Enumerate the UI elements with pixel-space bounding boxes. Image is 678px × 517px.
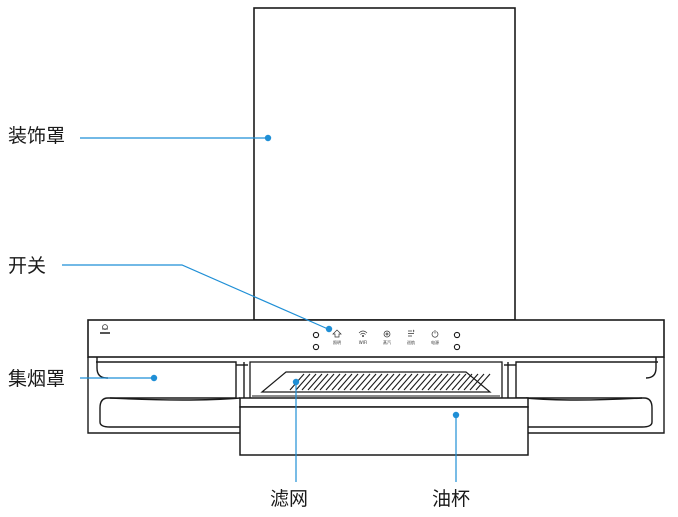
cruise-icon	[408, 329, 415, 337]
panel-label-wifi: WIFI	[359, 340, 368, 345]
leader-switch	[62, 264, 329, 330]
label-switch: 开关	[8, 255, 47, 277]
leader-dot-switch	[325, 325, 333, 333]
panel-button-cruise[interactable]: 巡航	[407, 329, 415, 345]
label-filter: 滤网	[270, 488, 309, 510]
panel-button-power[interactable]: 电源	[431, 330, 439, 345]
leader-dot-filter	[292, 378, 300, 386]
leader-lines	[62, 137, 457, 482]
panel-button-steam[interactable]: 蒸汽	[383, 330, 391, 345]
panel-button-light[interactable]: 照明	[332, 329, 342, 345]
panel-label-power: 电源	[431, 339, 439, 345]
oil-cup	[239, 397, 529, 456]
steam-icon	[383, 330, 391, 338]
decorative-cover	[253, 7, 516, 321]
label-decorative-cover: 装饰罩	[8, 125, 66, 147]
wifi-icon	[358, 330, 368, 337]
leader-dot-cover	[264, 134, 272, 142]
leader-dot-cup	[452, 411, 460, 419]
panel-label-light: 照明	[333, 340, 341, 345]
panel-indicators	[312, 331, 461, 351]
leader-dots	[150, 134, 460, 419]
label-smoke-hood: 集烟罩	[8, 368, 66, 390]
light-icon	[332, 329, 342, 338]
label-oil-cup: 油杯	[432, 488, 471, 510]
panel-button-wifi[interactable]: WIFI	[358, 330, 368, 345]
filter-grille	[249, 361, 503, 403]
power-icon	[431, 330, 439, 338]
brand-logo	[100, 324, 110, 334]
control-panel	[87, 319, 665, 358]
leader-dot-hood	[150, 374, 158, 382]
panel-label-steam: 蒸汽	[383, 339, 391, 345]
panel-label-cruise: 巡航	[407, 339, 415, 345]
